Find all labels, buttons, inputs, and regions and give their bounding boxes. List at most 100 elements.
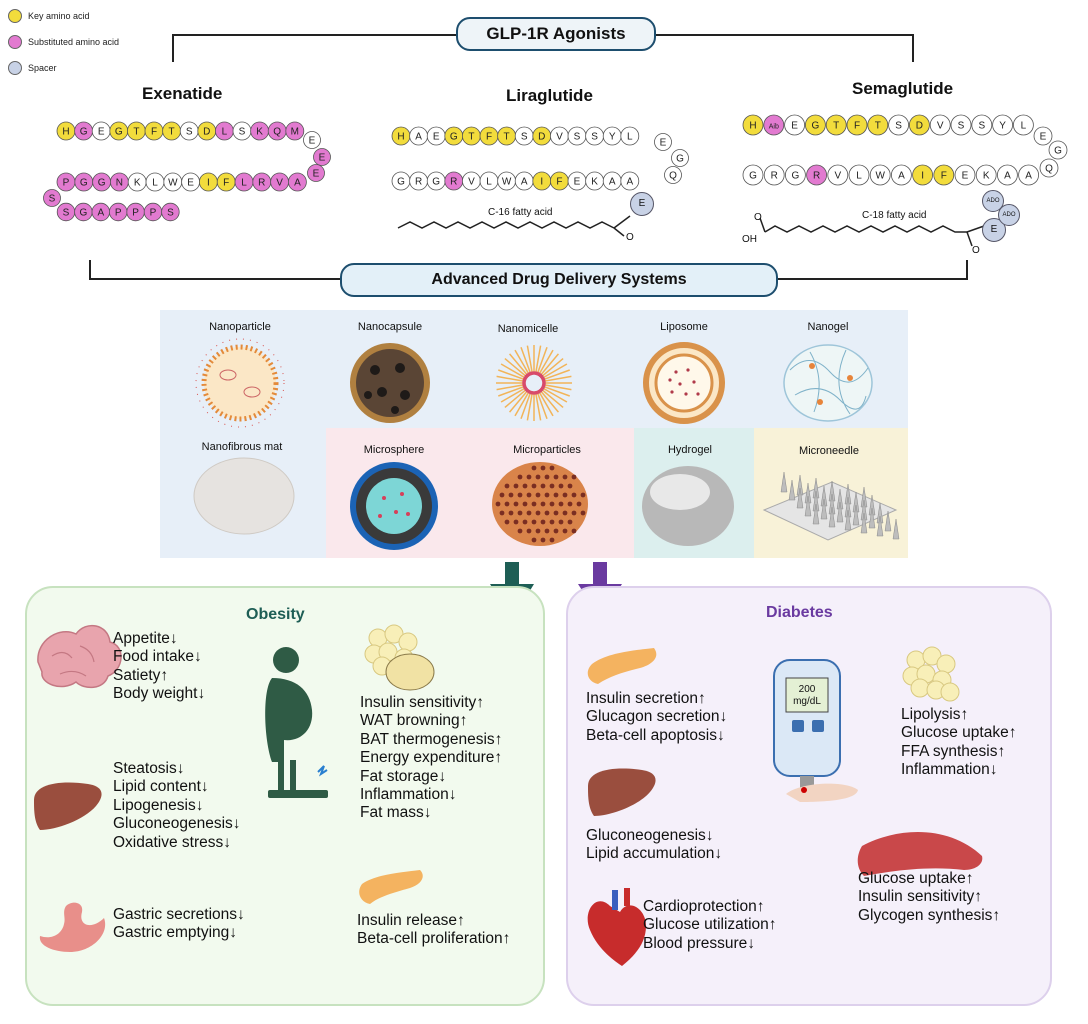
c18-fatty-chain (764, 225, 967, 233)
amino-acid-bead: S (888, 114, 909, 136)
effect-item: Gluconeogenesis↓ (586, 827, 714, 844)
svg-text:E: E (187, 178, 194, 189)
svg-text:E: E (660, 138, 667, 149)
effect-item: Satiety↑ (113, 666, 169, 684)
svg-text:S: S (958, 121, 965, 132)
amino-acid-bead: Aib (763, 114, 785, 136)
svg-text:Q: Q (273, 127, 281, 138)
svg-text:G: G (432, 177, 440, 188)
svg-text:Q: Q (669, 171, 677, 182)
amino-acid-bead: T (825, 114, 847, 136)
liraglutide-spacer-e: E (630, 192, 654, 216)
svg-text:S: S (895, 121, 902, 132)
amino-acid-bead: E (426, 126, 446, 146)
liver-icon (34, 782, 102, 830)
svg-text:L: L (1021, 121, 1027, 132)
nanoparticle-icon (195, 338, 285, 428)
amino-acid-bead: D (532, 126, 552, 146)
amino-acid-bead: D (909, 114, 930, 136)
svg-text:T: T (169, 127, 175, 138)
key-amino-acid-swatch (8, 9, 22, 23)
svg-text:I: I (540, 177, 543, 188)
amino-acid-bead: V (827, 164, 849, 186)
svg-text:G: G (676, 154, 684, 165)
svg-text:E: E (574, 177, 581, 188)
amino-acid-bead: I (198, 172, 218, 192)
svg-text:A: A (415, 132, 422, 143)
glucometer-reading: 200 mg/dL (787, 684, 827, 708)
svg-text:D: D (538, 132, 545, 143)
effect-item: Fat storage↓ (360, 767, 447, 785)
effect-item: Appetite↓ (113, 630, 178, 647)
glp1r-agonists-title: GLP-1R Agonists (456, 17, 656, 51)
c16-fatty-acid-label: C-16 fatty acid (488, 207, 553, 218)
liposome-icon (643, 342, 725, 424)
svg-text:L: L (856, 171, 862, 182)
effect-item: Insulin secretion↑ (586, 690, 706, 707)
microneedle-icon (762, 471, 900, 541)
svg-text:S: S (186, 127, 193, 138)
svg-text:H: H (397, 132, 404, 143)
spacer-bond (966, 225, 985, 233)
effect-item: Insulin sensitivity↑ (360, 694, 485, 711)
diabetes-liver-effects: Gluconeogenesis↓Lipid accumulation↓ (586, 827, 722, 864)
microparticles-icon (492, 462, 588, 546)
effect-item: Glucose uptake↑ (901, 724, 1017, 742)
obesity-pancreas-effects: Insulin release↑Beta-cell proliferation↑ (357, 912, 510, 949)
effect-item: Cardioprotection↑ (643, 898, 765, 915)
svg-text:E: E (313, 169, 320, 180)
svg-text:E: E (1040, 132, 1047, 143)
effect-item: Insulin release↑ (357, 912, 465, 929)
svg-text:G: G (80, 208, 88, 219)
svg-text:L: L (627, 132, 633, 143)
svg-text:A: A (294, 178, 301, 189)
bracket-line (89, 260, 91, 278)
effect-item: Gastric emptying↓ (113, 924, 238, 942)
svg-text:E: E (319, 153, 326, 164)
diabetes-muscle-effects: Glucose uptake↑Insulin sensitivity↑Glyco… (858, 870, 1000, 925)
microneedle-label: Microneedle (799, 445, 859, 457)
glucometer-value: 200 (798, 684, 816, 695)
amino-acid-bead: E (1033, 126, 1053, 146)
svg-text:A: A (609, 177, 616, 188)
svg-text:L: L (241, 178, 247, 189)
svg-text:S: S (239, 127, 246, 138)
svg-text:V: V (276, 178, 283, 189)
svg-text:K: K (256, 127, 263, 138)
amino-acid-bead: M (285, 121, 305, 141)
heart-icon (587, 888, 646, 966)
legend-spacer: Spacer (8, 61, 57, 75)
obesity-adipose-effects: Insulin sensitivity↑WAT browning↑BAT the… (360, 694, 502, 823)
svg-text:F: F (941, 171, 947, 182)
svg-text:V: V (468, 177, 475, 188)
diabetes-heart-effects: Cardioprotection↑Glucose utilization↑Blo… (643, 898, 777, 953)
svg-text:V: V (834, 171, 841, 182)
semaglutide-ado-2: ADO (998, 204, 1020, 226)
svg-text:N: N (116, 178, 123, 189)
svg-text:S: S (63, 208, 70, 219)
effect-item: Beta-cell proliferation↑ (357, 930, 511, 948)
svg-text:S: S (167, 208, 174, 219)
svg-text:P: P (150, 208, 157, 219)
amino-acid-bead: L (848, 164, 870, 186)
amino-acid-bead: W (869, 164, 891, 186)
svg-text:G: G (749, 171, 757, 182)
amino-acid-bead: L (620, 126, 640, 146)
amino-acid-bead: A (620, 171, 640, 191)
amino-acid-bead: E (654, 133, 672, 151)
svg-text:S: S (978, 121, 985, 132)
effect-item: WAT browning↑ (360, 712, 468, 730)
svg-text:A: A (898, 171, 905, 182)
svg-text:G: G (450, 132, 458, 143)
legend-substituted-amino-acid: Substituted amino acid (8, 35, 119, 49)
exenatide-title: Exenatide (142, 84, 223, 103)
amino-acid-bead: E (303, 131, 321, 149)
amino-acid-bead: L (1013, 114, 1034, 136)
effect-item: Beta-cell apoptosis↓ (586, 726, 725, 744)
amino-acid-bead: A (409, 126, 429, 146)
svg-text:G: G (812, 121, 820, 132)
substituted-amino-acid-swatch (8, 35, 22, 49)
amino-acid-bead: E (784, 114, 805, 136)
